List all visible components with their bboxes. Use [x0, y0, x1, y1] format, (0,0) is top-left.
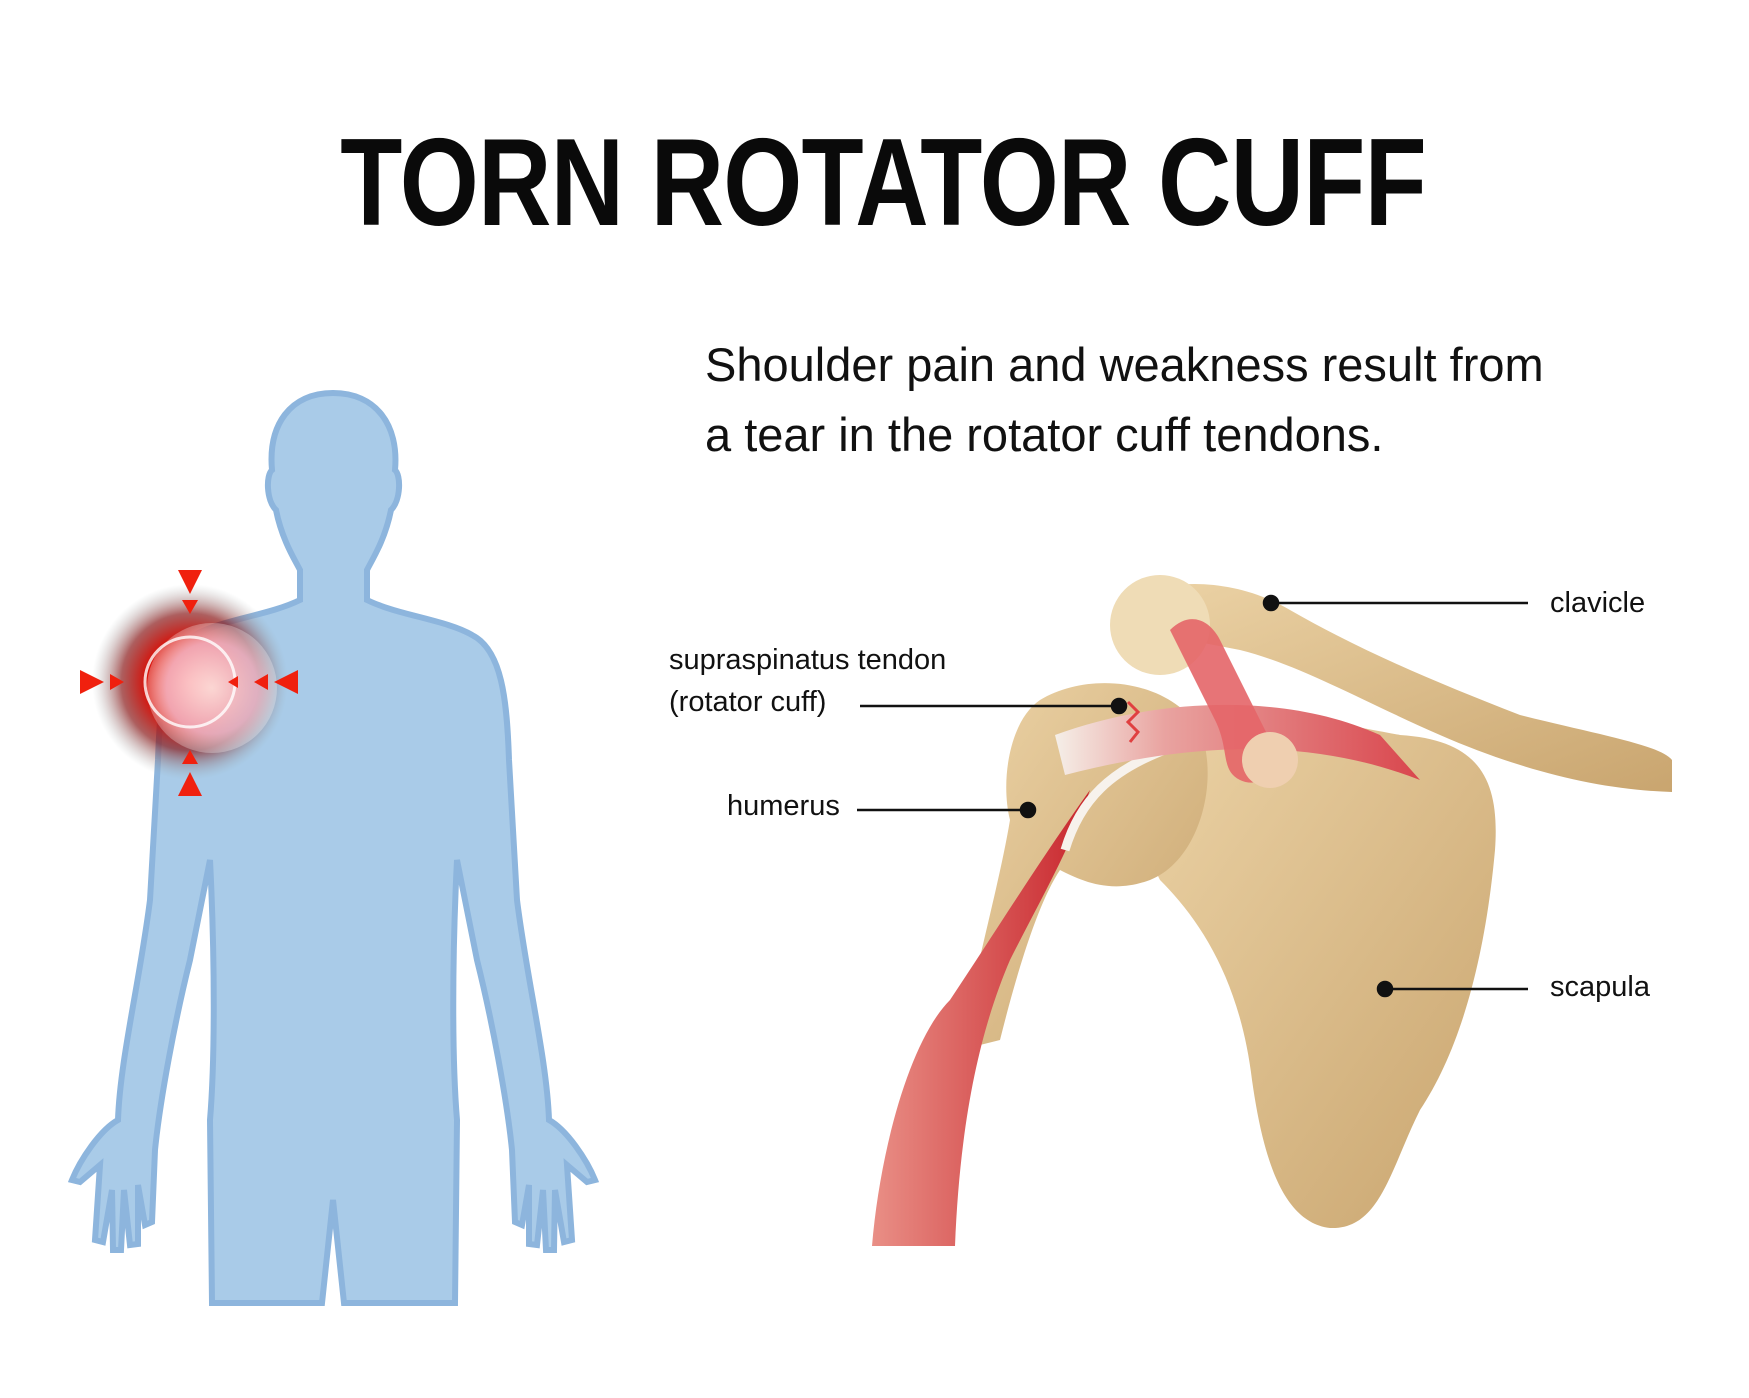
subtitle-line-2: a tear in the rotator cuff tendons.	[705, 408, 1384, 461]
coracoid-knob	[1242, 732, 1298, 788]
subtitle: Shoulder pain and weakness result from a…	[705, 330, 1544, 470]
leader-lines	[857, 594, 1528, 998]
scapula-bone	[1139, 711, 1496, 1229]
label-supraspinatus-line-1: supraspinatus tendon	[669, 644, 947, 676]
human-body-figure	[67, 389, 600, 1306]
pain-arrows-icon	[80, 570, 298, 796]
clavicle-bone	[1130, 583, 1672, 792]
label-scapula: scapula	[1550, 971, 1650, 1003]
subtitle-line-1: Shoulder pain and weakness result from	[705, 338, 1544, 391]
body-silhouette	[67, 389, 600, 1306]
shoulder-anatomy	[872, 575, 1672, 1246]
page-title: TORN ROTATOR CUFF	[340, 114, 1426, 252]
shoulder-pain-marker	[80, 570, 298, 796]
label-supraspinatus-line-2: (rotator cuff)	[669, 686, 827, 718]
tear-mark	[1125, 700, 1141, 743]
biceps-muscle	[872, 790, 1090, 1246]
humerus-bone	[960, 683, 1208, 1050]
label-humerus: humerus	[727, 790, 840, 822]
label-clavicle: clavicle	[1550, 587, 1646, 619]
